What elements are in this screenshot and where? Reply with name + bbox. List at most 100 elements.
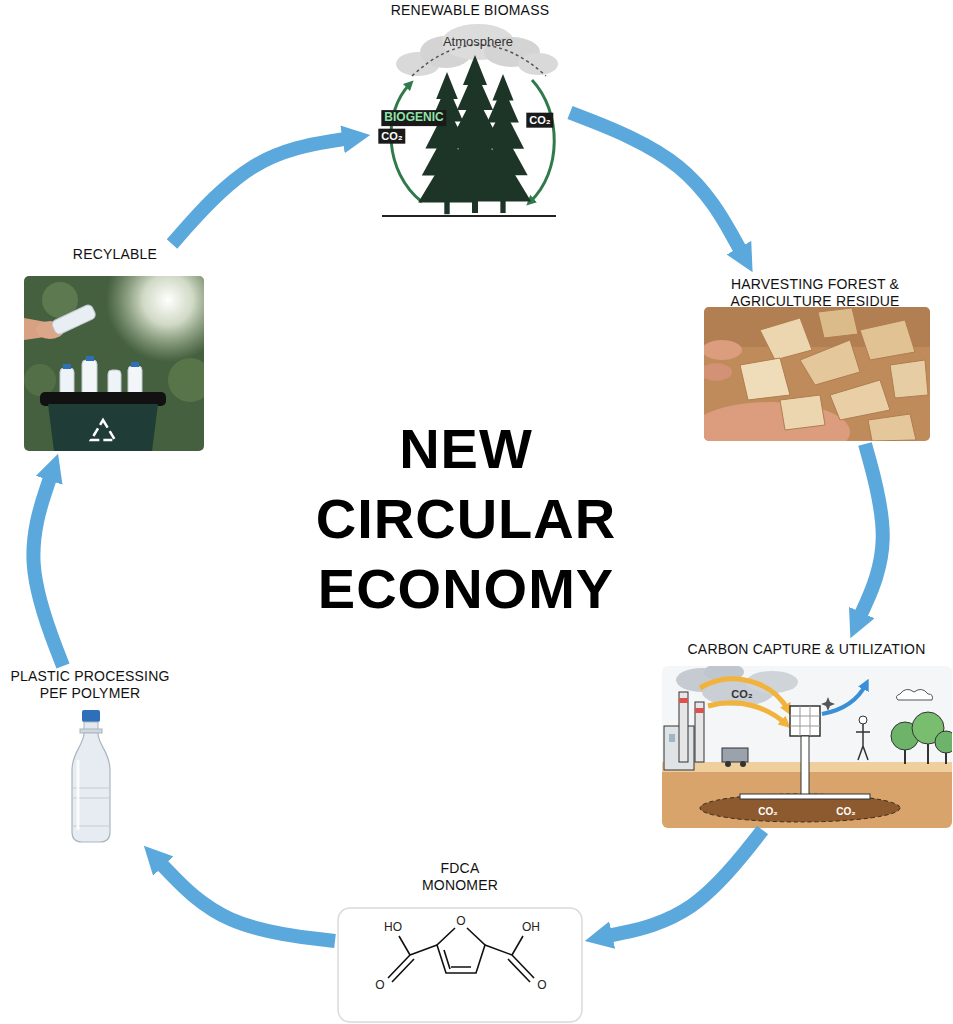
stage-heading: RENEWABLE BIOMASS	[370, 2, 570, 19]
bottle-cap	[82, 710, 100, 722]
bottle-highlight	[77, 760, 80, 830]
stage-heading: RECYLABLE	[20, 246, 210, 263]
stage-label: FDCA MONOMER	[410, 860, 510, 894]
flow-arrow	[570, 113, 740, 251]
sparkle	[821, 697, 835, 711]
emission-arrow	[708, 703, 786, 724]
bottle-cap	[63, 364, 71, 369]
held-bottle	[51, 303, 97, 335]
truck	[722, 748, 748, 762]
wood-chip	[868, 414, 916, 441]
recycling-photo	[24, 276, 204, 451]
recycling-bin	[48, 404, 158, 451]
pef-bottle	[72, 710, 110, 842]
distribution-pipe	[740, 794, 870, 799]
atom-label: O	[537, 979, 546, 993]
stage-node: RECYLABLE	[20, 244, 210, 454]
flow-arrow	[609, 830, 762, 936]
chimney	[679, 692, 688, 762]
stage-node: CARBON CAPTURE & UTILIZATION	[660, 638, 953, 830]
atmosphere-label: Atmosphere	[443, 35, 513, 50]
wood-chip	[890, 360, 928, 398]
bokeh	[24, 364, 56, 396]
flow-arrow	[33, 478, 63, 666]
wood-chip	[800, 340, 860, 385]
bottle-cap	[86, 356, 94, 361]
fdca-structure	[338, 908, 582, 1022]
wheel	[740, 761, 746, 767]
carbon-capture-illustration	[662, 666, 952, 828]
stage-heading: PLASTIC PROCESSING PEF POLYMER	[0, 668, 180, 702]
atom-label: OH	[522, 921, 540, 935]
stage-heading: CARBON CAPTURE & UTILIZATION	[660, 641, 953, 658]
co2-label: CO₂	[526, 113, 553, 128]
stage-label: RENEWABLE BIOMASS	[370, 2, 570, 19]
flow-arrow	[861, 444, 883, 615]
finger	[704, 340, 742, 360]
recycle-symbol	[91, 420, 115, 440]
stage-label: PLASTIC PROCESSING PEF POLYMER	[0, 668, 180, 702]
carboxyl-group	[388, 936, 437, 982]
co2-label: CO₂	[731, 688, 752, 701]
stage-node: FDCA MONOMER	[335, 858, 585, 1024]
furan-ring	[437, 928, 485, 973]
clean-air-arrow	[822, 684, 866, 714]
tree-trunk	[945, 752, 947, 764]
bokeh	[168, 358, 204, 402]
atom-label: HO	[384, 921, 402, 935]
ground-line	[382, 215, 556, 217]
chimney-band	[695, 708, 704, 713]
bottle-body	[72, 733, 110, 842]
bin-bag	[40, 392, 166, 406]
structure-frame	[338, 908, 582, 1022]
wood-chip	[780, 395, 825, 430]
person-head	[859, 716, 867, 724]
bottle-cap	[131, 362, 139, 367]
co2-label: CO₂	[758, 806, 777, 818]
hand	[704, 402, 850, 441]
tree	[443, 55, 507, 213]
tree-trunk	[927, 744, 929, 764]
chimney	[695, 702, 704, 762]
injection-pipe	[801, 736, 809, 796]
stage-label: RECYLABLE	[20, 246, 210, 263]
biogenic-label: BIOGENIC	[381, 110, 446, 126]
person-body	[856, 724, 870, 760]
storage-reservoir	[700, 794, 900, 822]
wood-chip	[818, 308, 858, 338]
wheel	[725, 761, 731, 767]
stage-label: HARVESTING FOREST & AGRICULTURE RESIDUE	[710, 276, 920, 310]
capture-unit	[790, 706, 820, 736]
atom-label: O	[375, 979, 384, 993]
diagram-title: NEW CIRCULAR ECONOMY	[306, 414, 626, 624]
wood-chips-photo	[704, 307, 930, 441]
carbon-cycle-arrow	[530, 80, 554, 202]
stage-heading: FDCA MONOMER	[410, 860, 510, 894]
chimney-band	[679, 698, 688, 703]
wood-chip	[760, 318, 812, 360]
flow-arrow	[161, 864, 335, 941]
stage-node: HARVESTING FOREST & AGRICULTURE RESIDUE	[690, 272, 940, 444]
co2-label: CO₂	[378, 129, 405, 144]
stage-label: CARBON CAPTURE & UTILIZATION	[660, 641, 953, 658]
bottle	[82, 360, 97, 396]
stage-heading: HARVESTING FOREST & AGRICULTURE RESIDUE	[710, 276, 920, 310]
sun-glow	[106, 276, 204, 362]
wood-chip	[860, 320, 915, 360]
carboxyl-group	[485, 936, 534, 982]
cloud	[896, 689, 932, 700]
finger	[704, 363, 732, 381]
double-bond	[444, 950, 471, 969]
co2-label: CO₂	[836, 806, 855, 818]
biomass-illustration	[382, 24, 558, 216]
flow-arrow	[172, 139, 345, 244]
capture-grid	[790, 706, 820, 736]
sky	[662, 666, 952, 828]
stage-node: PLASTIC PROCESSING PEF POLYMER	[0, 666, 180, 846]
wood-chip	[740, 358, 790, 400]
wood-chip	[830, 380, 890, 420]
cloud	[518, 53, 558, 75]
window	[669, 734, 675, 742]
atom-label: O	[456, 915, 465, 929]
